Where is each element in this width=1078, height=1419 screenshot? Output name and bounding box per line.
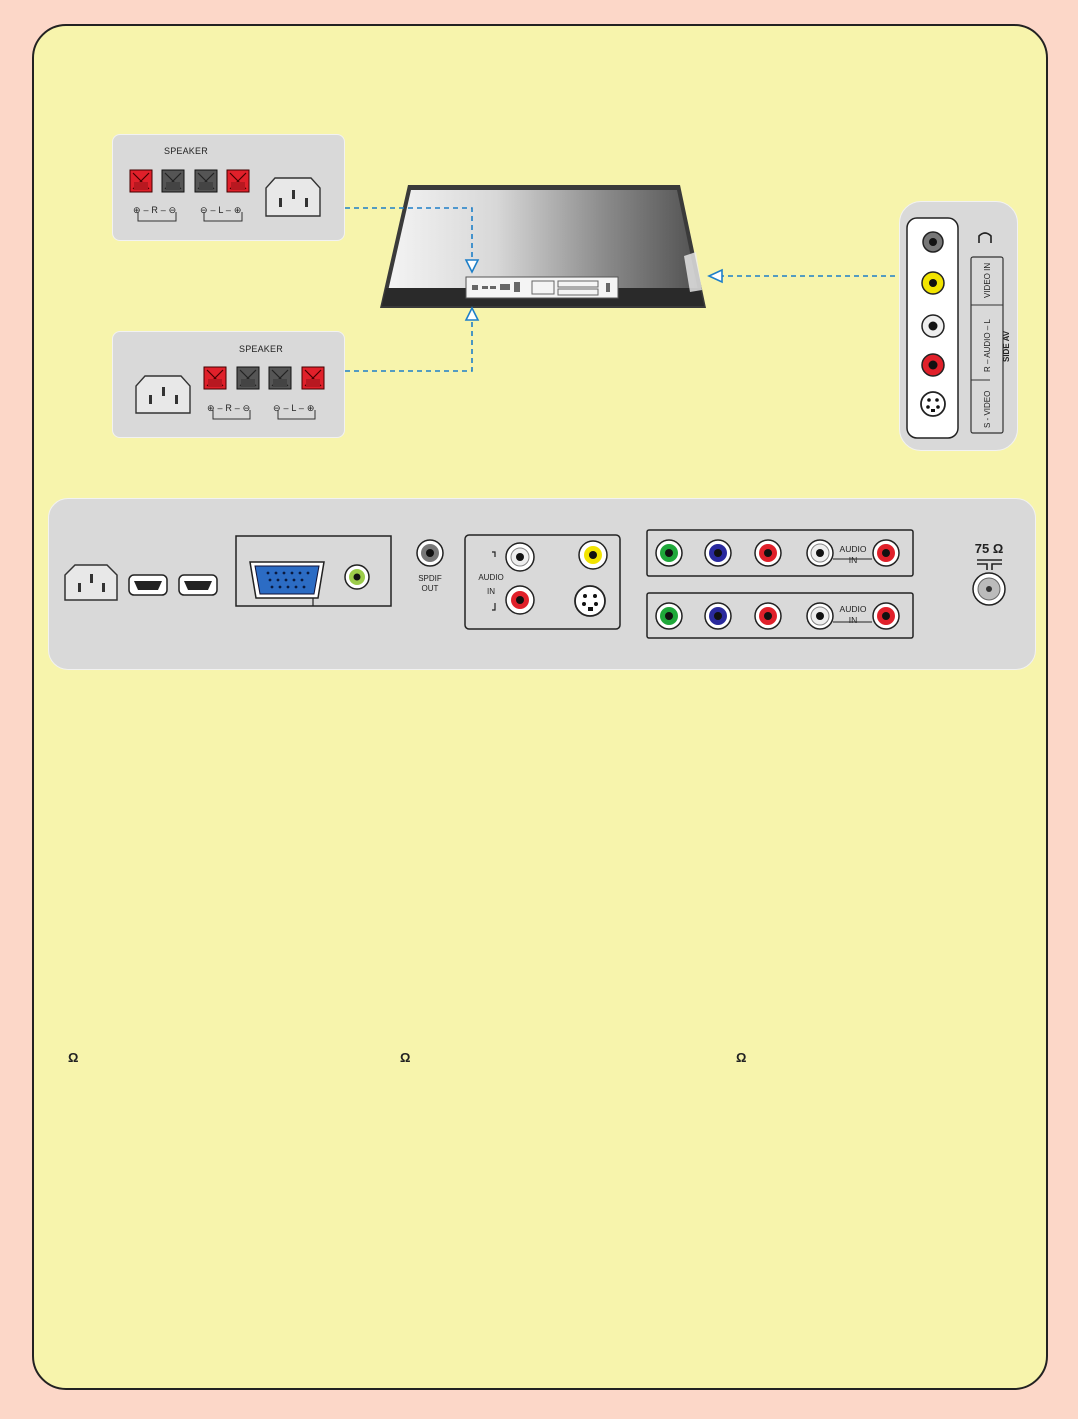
hdmi-port-2 [178,574,218,596]
component2-y-jack [655,602,683,630]
component2-in-label: IN [849,615,858,625]
speaker-bottom-right-channel: ⊕ – R – ⊖ [207,403,251,413]
side-av-jacks [906,217,1004,439]
speaker-terminals-top [129,169,250,222]
av-audio-in-label2: IN [487,587,495,596]
arrow-down-icon [464,259,480,274]
line-speaker-top-to-tv [345,207,473,262]
component1-pb-jack [704,539,732,567]
component2-audio-label: AUDIO [840,604,867,614]
connection-arrows [464,259,723,321]
av-audio-r-jack [505,585,535,615]
speaker-terminals-bottom [203,366,325,420]
audio-l-jack [921,314,945,338]
speaker-bottom-left-channel: ⊖ – L – ⊕ [273,403,315,413]
headphone-icon [978,232,992,243]
av-svideo-jack [574,585,606,617]
spdif-out-jack [416,539,444,567]
av-audio-in-label: AUDIO [478,573,503,582]
component2-audio-l-jack [806,602,834,630]
speaker-top-right-channel: ⊕ – R – ⊖ [133,205,177,215]
arrow-up-icon [464,306,480,321]
av-audio-l-jack [505,542,535,572]
power-socket-icon [265,177,321,217]
speaker-top-left-channel: ⊖ – L – ⊕ [200,205,242,215]
speaker-top-title: SPEAKER [164,146,208,156]
tv-rear-view [380,185,706,308]
component1-audio-r-jack [872,539,900,567]
line-speaker-bottom-to-tv [345,318,473,372]
rear-power-socket-icon [64,564,118,601]
footer-symbol-3: Ω [736,1050,747,1065]
component-input-2 [646,592,914,639]
component1-in-label: IN [849,555,858,565]
component1-audio-label: AUDIO [840,544,867,554]
headphone-jack [922,231,944,253]
pc-audio-jack [344,564,370,590]
component2-pr-jack [754,602,782,630]
video-in-jack [921,271,945,295]
power-socket-icon [135,375,191,414]
svideo-jack [920,391,946,417]
connection-lines [345,207,895,372]
side-av-title: SIDE AV [1002,330,1011,362]
antenna-label: 75 Ω [975,541,1004,556]
side-av-video-in-label: VIDEO IN [983,263,992,298]
antenna-input [972,559,1006,606]
component1-pr-jack [754,539,782,567]
speaker-bottom-title: SPEAKER [239,344,283,354]
side-av-svideo-label: S - VIDEO [983,391,992,428]
component1-y-jack [655,539,683,567]
av-video-jack [578,540,608,570]
component1-audio-l-jack [806,539,834,567]
vga-port [249,561,325,599]
side-av-audio-label: R – AUDIO – L [983,319,992,372]
component2-audio-r-jack [872,602,900,630]
component2-pb-jack [704,602,732,630]
pc-input-group [235,535,392,607]
spdif-label-line1: SPDIF [418,574,442,583]
audio-r-jack [921,353,945,377]
hdmi-port-1 [128,574,168,596]
component-input-1 [646,529,914,577]
footer-symbol-2: Ω [400,1050,411,1065]
footer-symbol-1: Ω [68,1050,79,1065]
av-input-group [464,534,621,630]
arrow-left-icon [707,268,723,284]
side-av-labels: VIDEO IN R – AUDIO – L S - VIDEO SIDE AV [983,263,1011,428]
spdif-label-line2: OUT [422,584,439,593]
